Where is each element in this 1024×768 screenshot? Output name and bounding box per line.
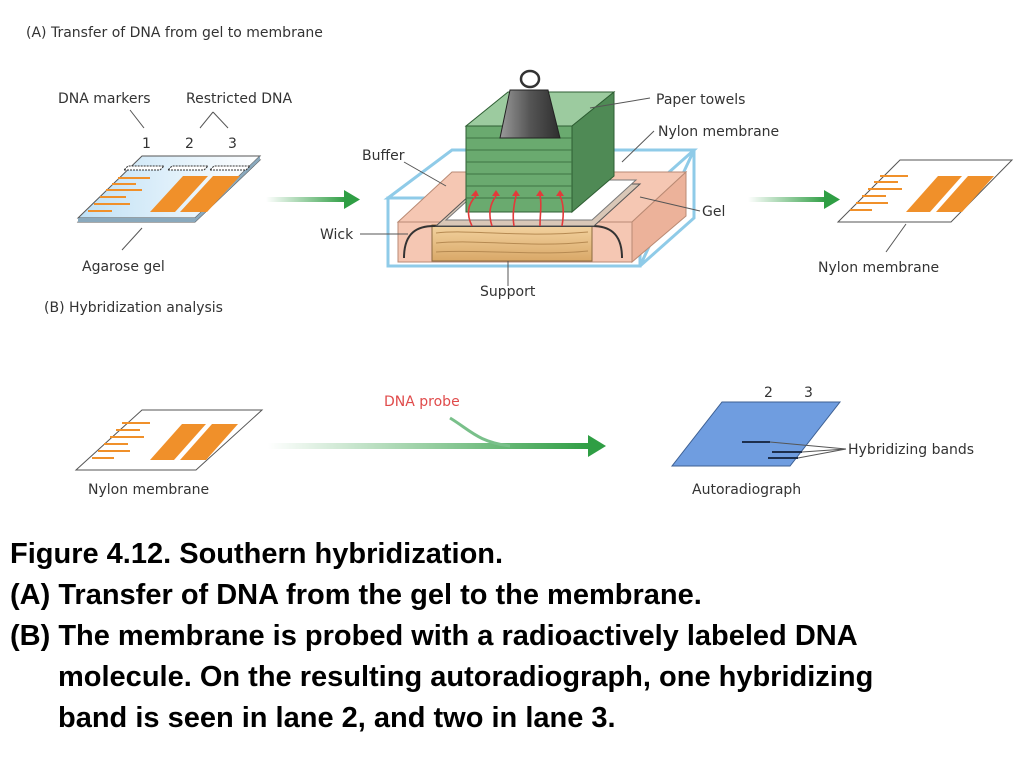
figure-caption: Figure 4.12. Southern hybridization. (A)… — [10, 534, 1016, 739]
buffer-label: Buffer — [362, 148, 405, 164]
nylon-membrane-result-a — [836, 159, 1014, 253]
caption-line-4: molecule. On the resulting autoradiograp… — [58, 661, 874, 693]
probe-arrow — [268, 416, 606, 457]
nylon-membrane-apparatus-label: Nylon membrane — [658, 124, 779, 140]
transfer-arrow-1 — [266, 190, 360, 209]
blotting-apparatus — [383, 69, 698, 268]
wick-label: Wick — [320, 227, 354, 243]
support-label: Support — [480, 284, 536, 300]
paper-towels-label: Paper towels — [656, 92, 745, 108]
dna-markers-label: DNA markers — [58, 91, 151, 107]
weight-icon — [499, 69, 561, 139]
hybridizing-bands-label: Hybridizing bands — [848, 442, 974, 458]
restricted-dna-label: Restricted DNA — [186, 91, 293, 107]
transfer-arrow-2 — [748, 190, 840, 209]
agarose-gel-label: Agarose gel — [82, 259, 165, 275]
panel-b-heading: (B) Hybridization analysis — [44, 300, 223, 316]
nylon-membrane-b-label: Nylon membrane — [88, 482, 209, 498]
autorad-lane-2-label: 2 — [764, 385, 773, 401]
agarose-gel-illustration — [76, 155, 262, 223]
nylon-membrane-b — [74, 409, 264, 471]
panel-a-heading: (A) Transfer of DNA from gel to membrane — [26, 25, 323, 41]
autorad-lane-3-label: 3 — [804, 385, 813, 401]
southern-blot-diagram: (A) Transfer of DNA from gel to membrane… — [26, 25, 1014, 498]
autoradiograph-label: Autoradiograph — [692, 482, 801, 498]
autoradiograph — [670, 401, 847, 467]
gel-label: Gel — [702, 204, 725, 220]
caption-line-5: band is seen in lane 2, and two in lane … — [58, 702, 616, 734]
lane-3-label: 3 — [228, 136, 237, 152]
caption-line-2: (A) Transfer of DNA from the gel to the … — [10, 579, 702, 611]
dna-probe-label: DNA probe — [384, 394, 460, 410]
caption-line-1: Figure 4.12. Southern hybridization. — [10, 538, 504, 570]
lane-1-label: 1 — [142, 136, 151, 152]
nylon-membrane-result-label: Nylon membrane — [818, 260, 939, 276]
lane-2-label: 2 — [185, 136, 194, 152]
caption-line-3: (B) The membrane is probed with a radioa… — [10, 620, 858, 652]
